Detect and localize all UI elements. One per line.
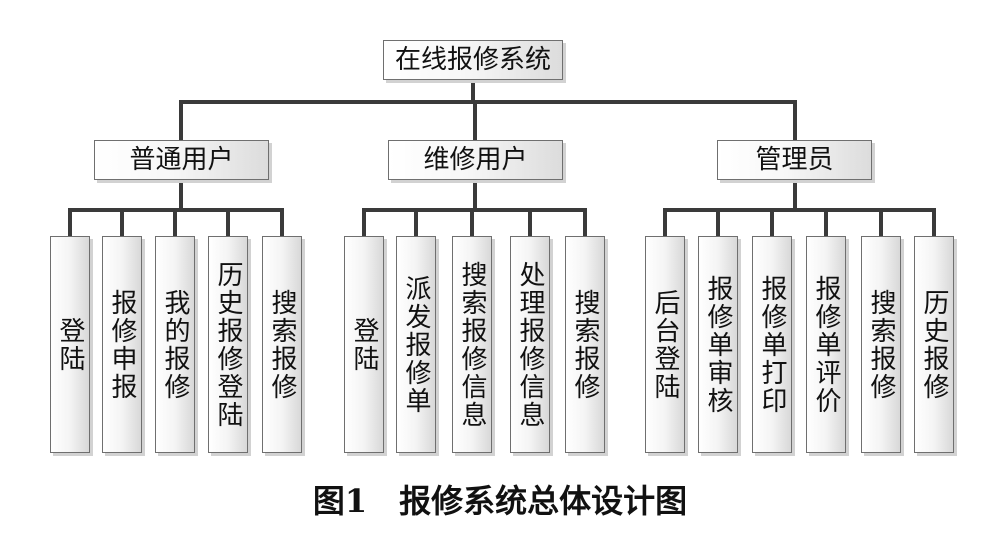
group-node-maintenance-user: 维修用户 [388, 140, 563, 180]
leaf-label: 搜索报修信息 [457, 260, 487, 429]
leaf-node: 处理报修信息 [510, 236, 550, 453]
group-label: 普通用户 [129, 145, 234, 175]
leaf-label: 派发报修单 [401, 274, 431, 415]
leaf-node: 搜索报修 [262, 236, 302, 453]
leaf-node: 登陆 [344, 236, 384, 453]
leaf-node: 报修单打印 [752, 236, 792, 453]
group-label: 管理员 [755, 145, 834, 175]
leaf-label: 后台登陆 [650, 288, 680, 401]
group-label: 维修用户 [423, 145, 528, 175]
group-node-admin: 管理员 [717, 140, 872, 180]
leaf-node: 登陆 [50, 236, 90, 453]
leaf-label: 报修单评价 [811, 274, 841, 415]
leaf-node: 搜索报修 [861, 236, 901, 453]
root-node: 在线报修系统 [383, 40, 563, 80]
leaf-node: 报修单评价 [806, 236, 846, 453]
leaf-label: 我的报修 [160, 288, 190, 401]
leaf-label: 报修单打印 [757, 274, 787, 415]
leaf-label: 历史报修 [919, 288, 949, 401]
leaf-node: 历史报修登陆 [208, 236, 248, 453]
root-node-label: 在线报修系统 [394, 45, 551, 75]
leaf-label: 报修单审核 [703, 274, 733, 415]
leaf-node: 派发报修单 [396, 236, 436, 453]
leaf-node: 搜索报修信息 [452, 236, 492, 453]
leaf-node: 历史报修 [914, 236, 954, 453]
leaf-node: 搜索报修 [565, 236, 605, 453]
leaf-node: 报修申报 [102, 236, 142, 453]
figure-caption: 图1 报修系统总体设计图 [312, 482, 688, 520]
leaf-label: 搜索报修 [570, 288, 600, 401]
leaf-label: 报修申报 [107, 288, 137, 401]
leaf-label: 搜索报修 [267, 288, 297, 401]
leaf-node: 报修单审核 [698, 236, 738, 453]
leaf-label: 登陆 [349, 316, 379, 373]
leaf-node: 后台登陆 [645, 236, 685, 453]
leaf-node: 我的报修 [155, 236, 195, 453]
leaf-label: 处理报修信息 [515, 260, 545, 429]
leaf-label: 历史报修登陆 [213, 260, 243, 429]
leaf-label: 登陆 [55, 316, 85, 373]
group-node-regular-user: 普通用户 [94, 140, 269, 180]
leaf-label: 搜索报修 [866, 288, 896, 401]
